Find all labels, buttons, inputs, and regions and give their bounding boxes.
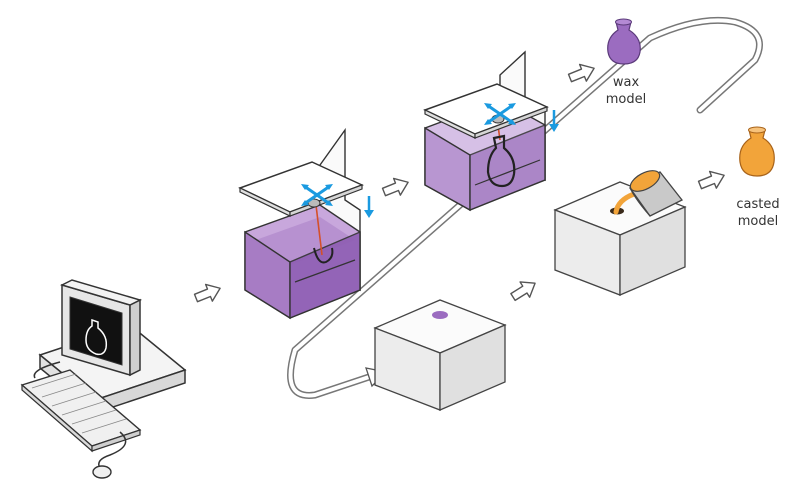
mold-box-1 [373,299,507,411]
wax-label-line1: wax [613,75,640,90]
computer-icon [20,279,187,479]
casted-label-line2: model [738,214,778,229]
vase-icon [607,18,641,65]
ladle-icon [629,170,684,217]
motion-arrow-icon [482,101,559,132]
printer-tank-1 [238,127,364,320]
vase-icon [739,126,775,177]
casted-label-line1: casted [736,197,779,212]
pour-stream [613,191,637,215]
motion-arrow-icon [299,182,374,218]
printer-tank-2 [423,50,549,212]
wax-label-line2: model [606,92,646,107]
